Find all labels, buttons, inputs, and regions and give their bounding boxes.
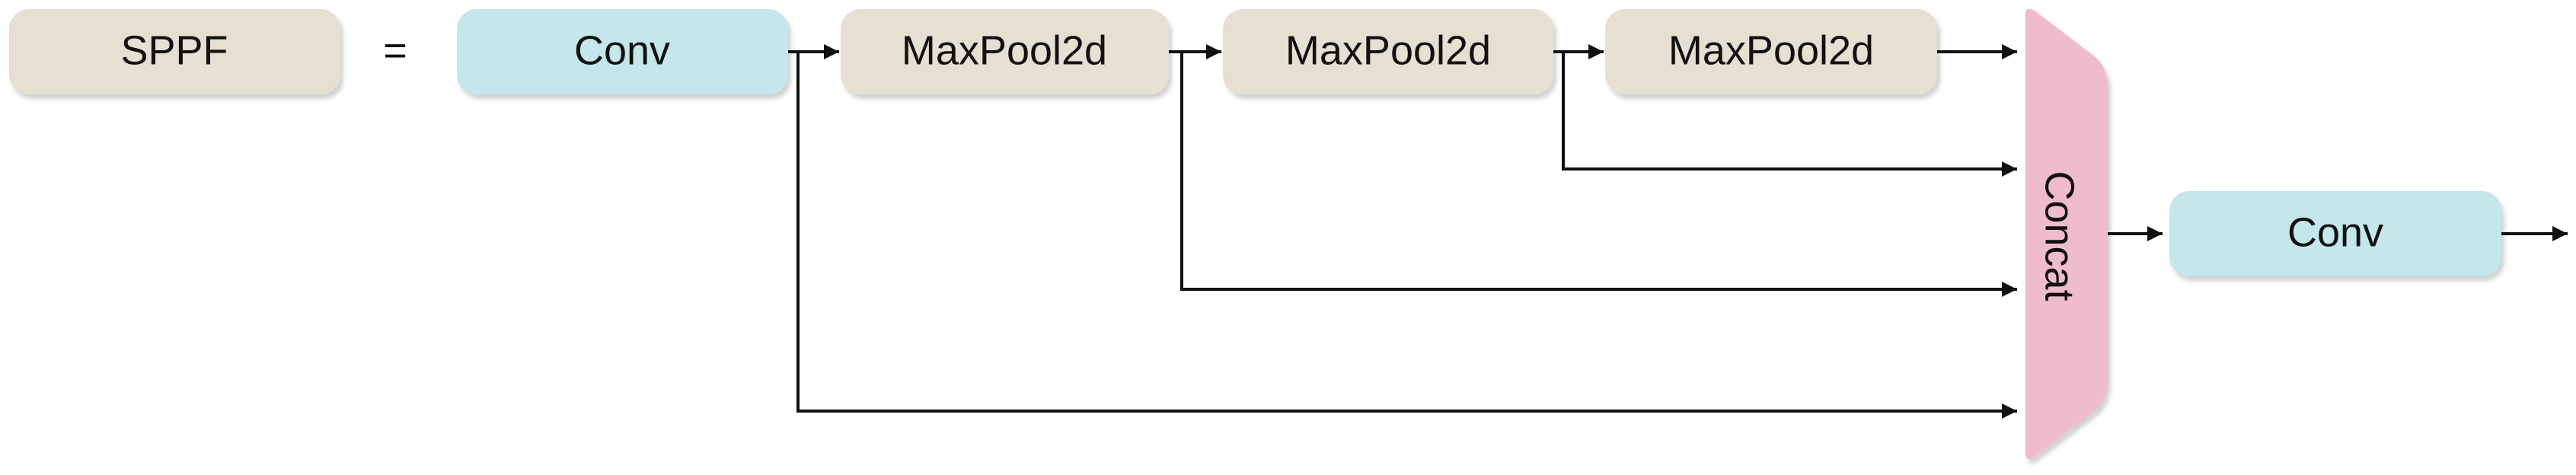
connections <box>788 44 2568 419</box>
maxpool-1-node: MaxPool2d <box>841 9 1169 94</box>
maxpool-3-node: MaxPool2d <box>1605 9 1937 94</box>
sppf-title-block: SPPF <box>9 9 340 94</box>
maxpool-2-label: MaxPool2d <box>1285 27 1491 73</box>
maxpool-2-node: MaxPool2d <box>1223 9 1553 94</box>
branch-conv-to-concat <box>796 52 2017 419</box>
branch-maxpool-2-to-concat <box>1562 52 2017 177</box>
equals-sign: = <box>383 27 407 73</box>
concat-label: Concat <box>2037 171 2083 301</box>
conv-in-label: Conv <box>574 27 670 73</box>
sppf-label: SPPF <box>120 27 228 73</box>
concat-node: Concat <box>2025 8 2108 460</box>
conv-out-node: Conv <box>2169 191 2501 276</box>
conv-in-node: Conv <box>457 9 788 94</box>
branch-maxpool-1-to-concat <box>1180 52 2017 297</box>
maxpool-1-label: MaxPool2d <box>902 27 1107 73</box>
maxpool-3-label: MaxPool2d <box>1668 27 1874 73</box>
conv-out-label: Conv <box>2287 209 2383 255</box>
